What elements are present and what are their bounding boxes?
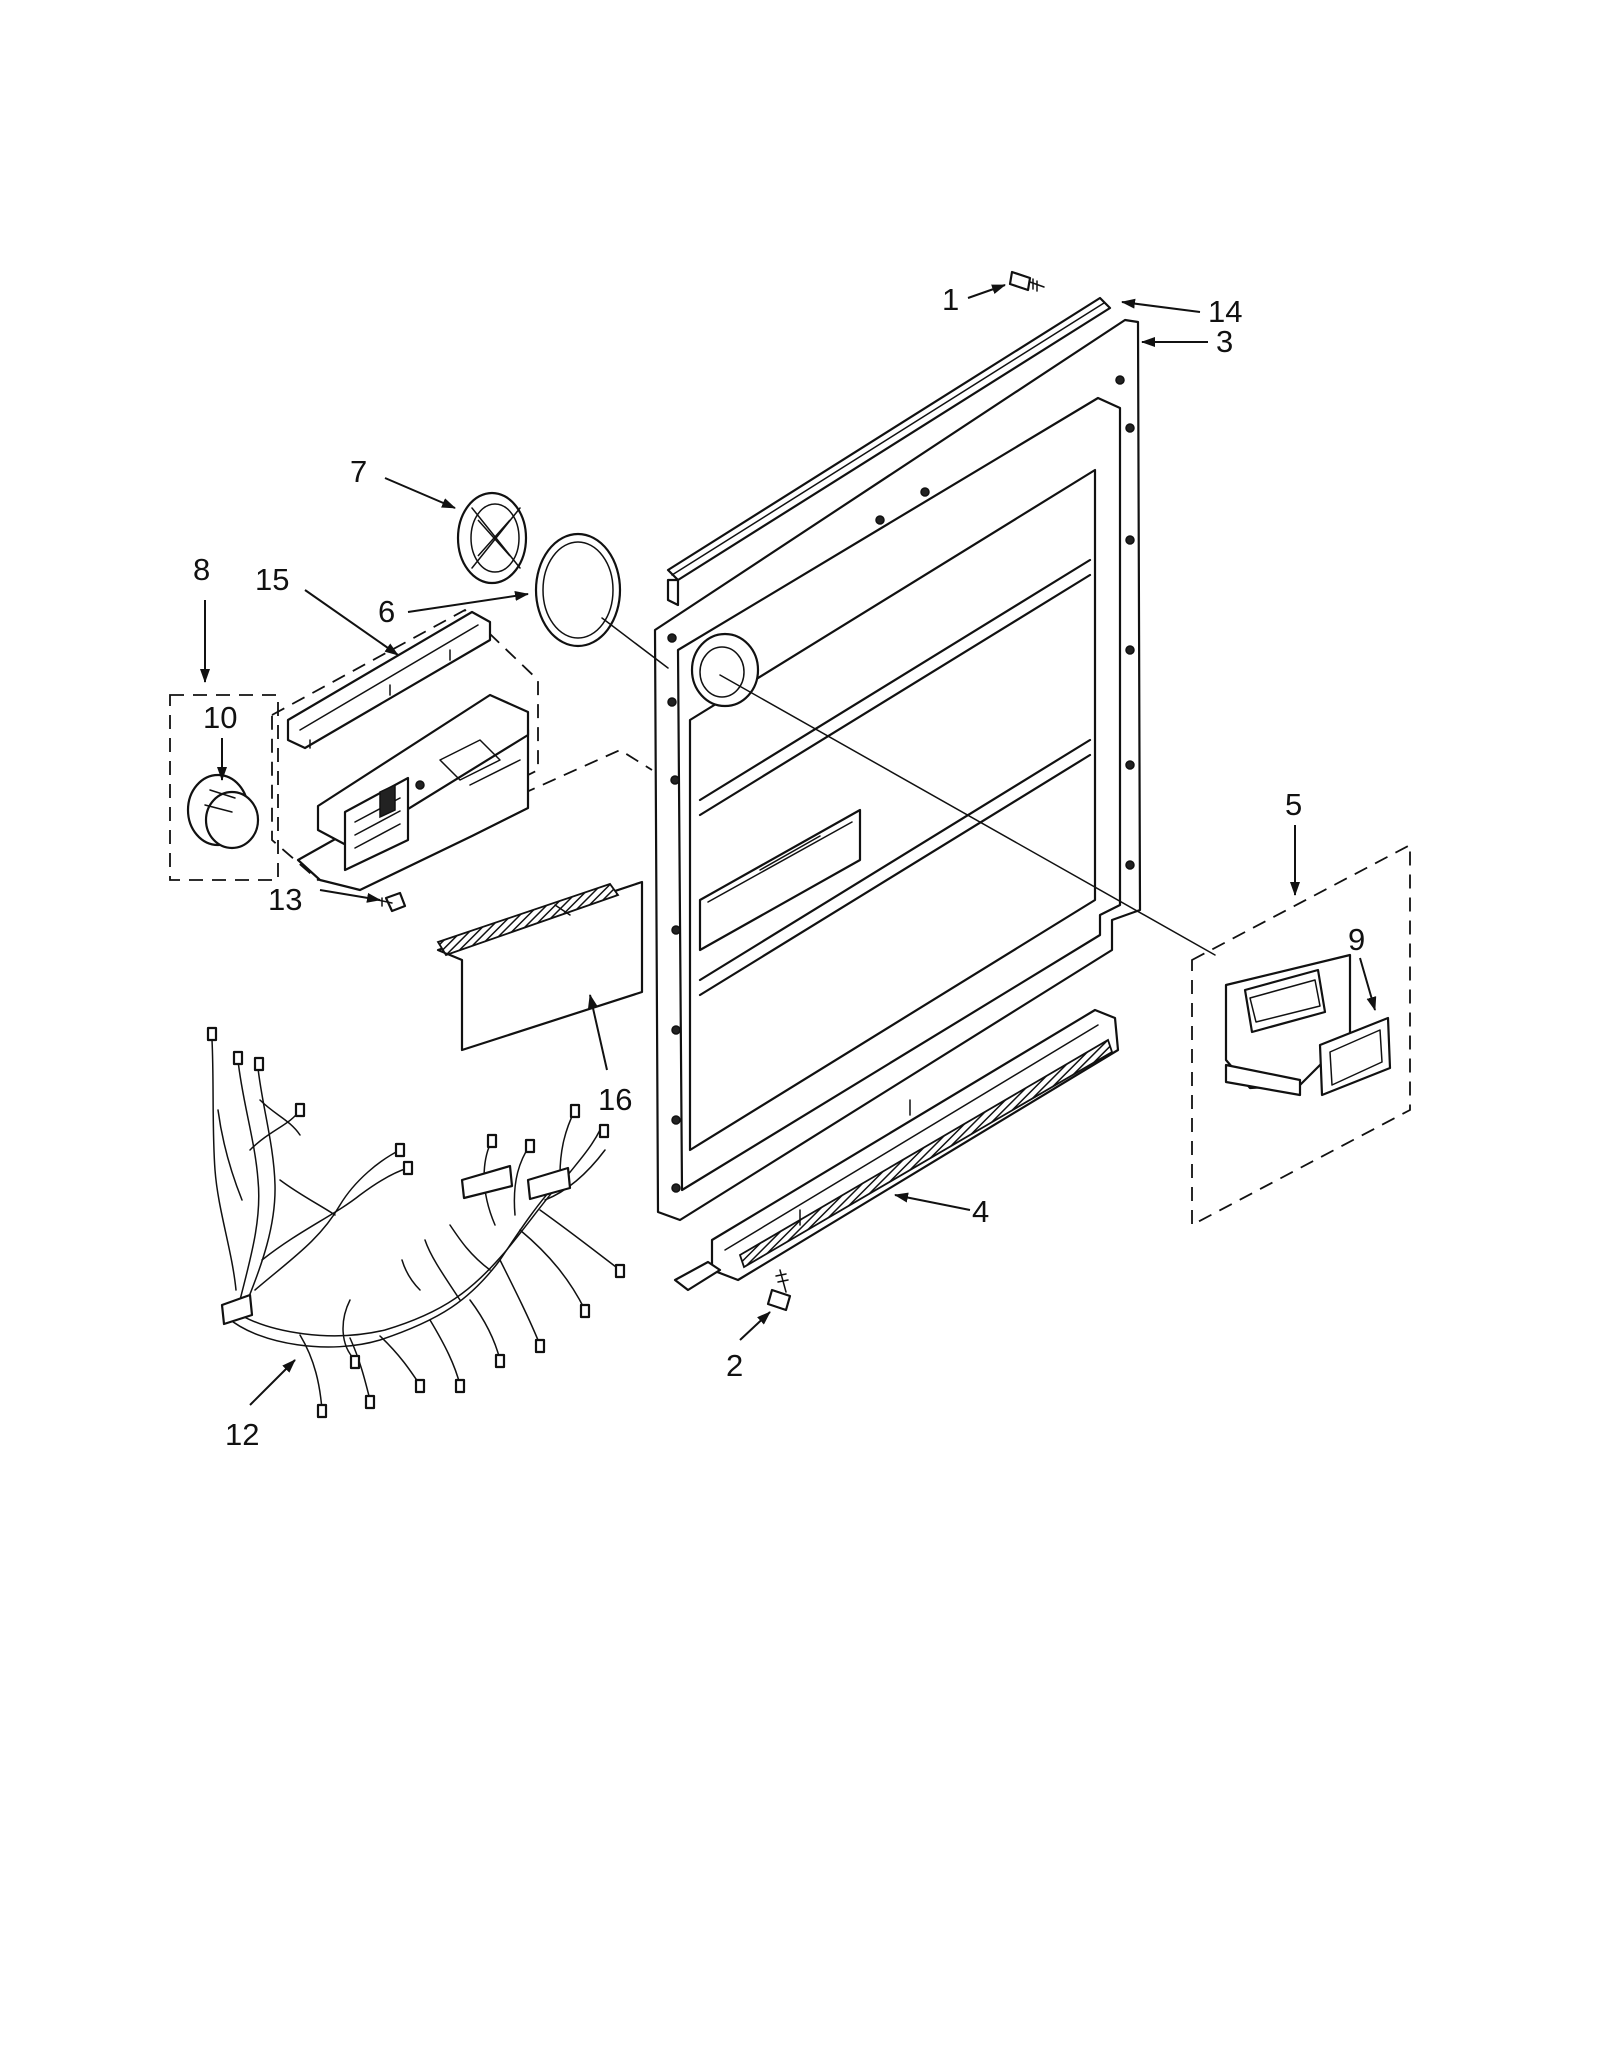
callout-16: 16 <box>598 1082 632 1117</box>
callout-6: 6 <box>378 594 395 629</box>
leader-16 <box>587 994 608 1071</box>
callout-8: 8 <box>193 552 210 587</box>
callout-15: 15 <box>255 562 289 597</box>
callout-3: 3 <box>1216 324 1233 359</box>
dispenser-cap <box>456 491 528 585</box>
callout-14: 14 <box>1208 294 1242 329</box>
leader-2 <box>739 1311 771 1341</box>
leader-1 <box>967 284 1006 299</box>
callout-7: 7 <box>350 454 367 489</box>
dispenser-seal-strip <box>286 610 492 750</box>
leader-4 <box>894 1192 971 1211</box>
callout-1: 1 <box>942 282 959 317</box>
knob-assembly <box>169 694 279 881</box>
callout-2: 2 <box>726 1348 743 1383</box>
leader-arrows <box>200 284 1377 1406</box>
wiring-harness <box>206 1026 626 1419</box>
leader-12 <box>249 1359 296 1406</box>
callout-4: 4 <box>972 1194 989 1229</box>
leader-14 <box>1121 298 1201 313</box>
vent-assembly <box>1191 843 1411 1227</box>
leader-9 <box>1359 957 1377 1011</box>
top-trim-strip <box>666 296 1112 607</box>
dispenser-housing <box>296 693 530 892</box>
callout-5: 5 <box>1285 787 1302 822</box>
callout-12: 12 <box>225 1417 259 1452</box>
dispenser-screw <box>377 891 407 913</box>
bottom-screw <box>766 1269 792 1312</box>
callout-9: 9 <box>1348 922 1365 957</box>
dispenser-assembly <box>271 608 539 892</box>
vent-gasket <box>1318 1016 1392 1097</box>
leader-15 <box>304 589 399 656</box>
vent-duct <box>1224 953 1352 1097</box>
knob <box>186 773 260 850</box>
alignment-lines <box>374 617 1216 956</box>
harness-connectors <box>206 1026 626 1419</box>
leader-7 <box>384 477 456 509</box>
callout-13: 13 <box>268 882 302 917</box>
leader-13 <box>319 889 381 903</box>
top-screw <box>1008 270 1045 292</box>
panel-screw-holes <box>667 375 1135 1193</box>
leader-6 <box>407 590 529 613</box>
bottom-trim-vent <box>673 1008 1120 1292</box>
inner-door-panel <box>653 318 1142 1222</box>
callout-labels: 1 14 3 7 6 15 8 10 13 16 5 9 4 2 12 <box>193 282 1365 1452</box>
insulation-panel <box>436 880 644 1052</box>
callout-10: 10 <box>203 700 237 735</box>
gasket-ring <box>534 532 622 648</box>
